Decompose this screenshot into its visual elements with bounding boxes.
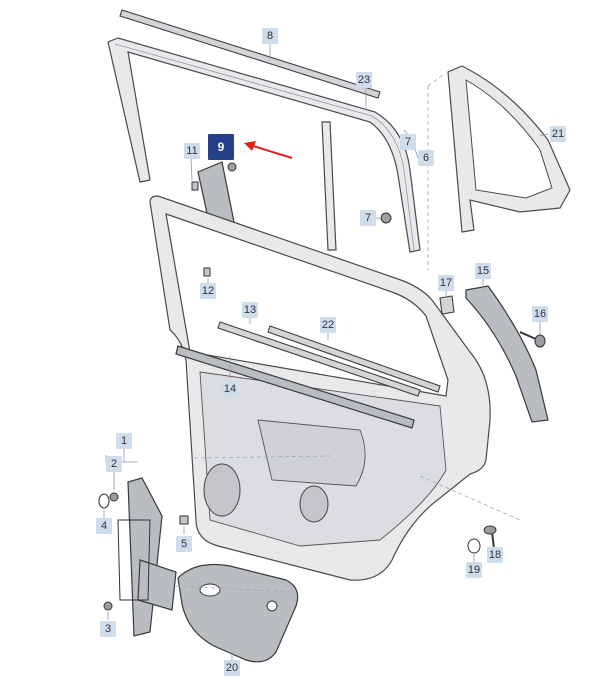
callout-7-lower: 7 <box>360 210 376 226</box>
part-17-clip <box>439 295 455 315</box>
callout-14: 14 <box>222 381 238 397</box>
callout-9: 9 <box>208 134 234 160</box>
part-2-nut <box>109 492 119 502</box>
callout-11: 11 <box>184 143 200 159</box>
callout-2: 2 <box>106 456 122 472</box>
part-18-screw <box>483 525 497 549</box>
callout-8: 8 <box>262 28 278 44</box>
callout-17: 17 <box>438 275 454 291</box>
part-5-plug <box>179 515 189 525</box>
part-20-cover-panel <box>177 563 299 663</box>
part-13-inner-strip <box>217 321 421 397</box>
part-16-screw <box>519 331 546 348</box>
part-14-belt-strip <box>175 345 415 429</box>
callout-16: 16 <box>532 306 548 322</box>
callout-18: 18 <box>487 547 503 563</box>
callout-20: 20 <box>224 660 240 676</box>
part-4-grommet <box>98 493 110 509</box>
part-7-screw <box>380 212 392 224</box>
part-22-outer-strip <box>267 325 441 393</box>
callout-4: 4 <box>96 518 112 534</box>
part-3-bolt <box>103 601 113 611</box>
callout-22: 22 <box>320 317 336 333</box>
part-23-window-frame-seal <box>107 37 421 253</box>
callout-6: 6 <box>418 150 434 166</box>
part-8-window-strip <box>119 9 381 99</box>
callout-19: 19 <box>466 562 482 578</box>
part-15-trim <box>465 285 549 423</box>
callout-1: 1 <box>116 433 132 449</box>
part-12-clip <box>203 267 211 277</box>
part-1-window-regulator <box>117 477 177 637</box>
callout-3: 3 <box>100 621 116 637</box>
part-11-nut <box>191 162 237 191</box>
callout-23: 23 <box>356 72 372 88</box>
callout-13: 13 <box>242 302 258 318</box>
callout-12: 12 <box>200 283 216 299</box>
callout-15: 15 <box>475 263 491 279</box>
window-guide-rail <box>321 121 337 251</box>
callout-7-upper: 7 <box>400 134 416 150</box>
part-19-cap <box>467 538 481 554</box>
callout-5: 5 <box>176 536 192 552</box>
callout-21: 21 <box>550 126 566 142</box>
highlight-arrow <box>244 141 293 159</box>
